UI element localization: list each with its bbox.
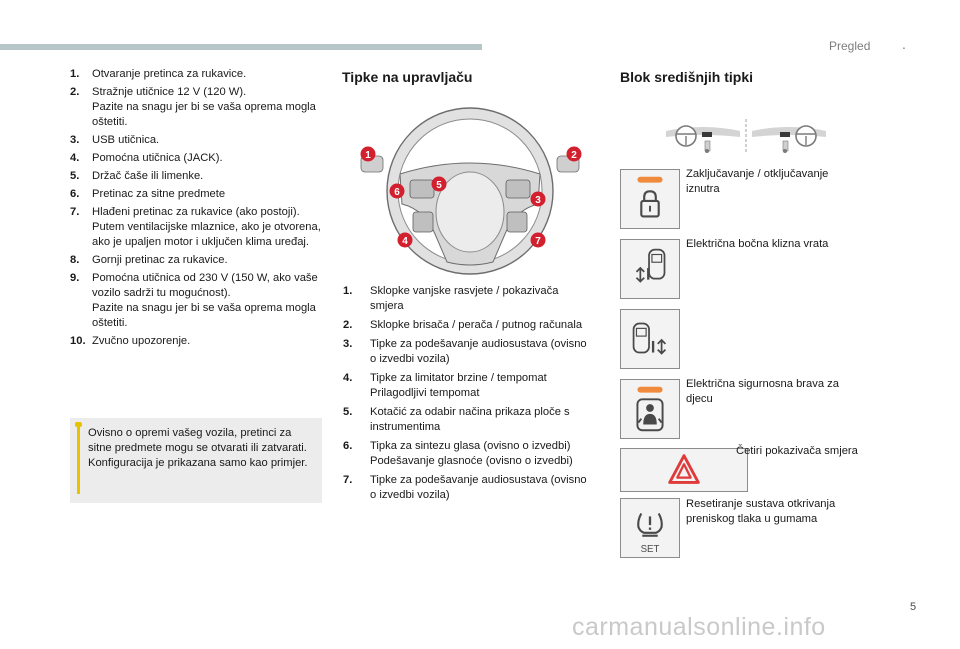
header-bar [0,44,482,50]
centre-console-title: Blok središnjih tipki [620,69,754,85]
info-note-text: Ovisno o opremi vašeg vozila, pretinci z… [88,427,308,469]
info-note: Ovisno o opremi vašeg vozila, pretinci z… [70,418,322,503]
child-lock-label: Električna sigurnosna brava za djecu [686,378,839,405]
svg-text:7: 7 [535,236,541,247]
info-icon [75,422,82,427]
svg-text:6: 6 [394,187,400,198]
steering-wheel-illustration: 1 2 3 4 5 6 7 [360,107,582,275]
tyre-pressure-reset-button[interactable]: SET [620,498,680,558]
callout-5: 5 [431,176,447,192]
svg-text:1: 1 [365,150,371,161]
list-item: 5.Kotačić za odabir načina prikaza ploče… [343,406,570,433]
interior-features-list: 1.Otvaranje pretinca za rukavice. 2.Stra… [70,67,325,352]
central-locking-button[interactable] [620,169,680,229]
callout-4: 4 [397,232,413,248]
list-item: 2.Sklopke brisača / perača / putnog raču… [343,319,583,331]
list-item: 5.Držač čaše ili limenke. [70,170,204,182]
callout-1: 1 [360,146,376,162]
steering-controls-list: 1.Sklopke vanjske rasvjete / pokazivača … [343,284,591,507]
list-item: 10.Zvučno upozorenje. [70,335,191,347]
svg-text:4: 4 [402,236,408,247]
svg-text:2: 2 [571,150,577,161]
svg-text:5: 5 [436,180,442,191]
list-item: 9.Pomoćna utičnica od 230 V (150 W, ako … [70,272,318,329]
dashboard-location-illustration [666,119,826,153]
list-item: 4.Pomoćna utičnica (JACK). [70,152,223,164]
list-item: 8.Gornji pretinac za rukavice. [70,254,228,266]
lock-icon [640,190,660,218]
section-header-title: Pregled [829,39,871,53]
watermark: carmanualsonline.info [572,613,826,641]
child-lock-button[interactable] [620,379,680,439]
list-item: 6.Pretinac za sitne predmete [70,188,226,200]
svg-text:3: 3 [535,195,541,206]
hazard-warning-button[interactable] [620,448,748,492]
child-lock-icon [636,398,664,432]
sliding-door-right-icon [632,322,667,355]
dashboard-left-icon [666,125,740,153]
list-item: 1.Otvaranje pretinca za rukavice. [70,68,247,80]
indicator-led [637,386,663,393]
hazard-warning-label: Četiri pokazivača smjera [736,445,858,457]
list-item: 7.Tipke za podešavanje audiosustava (ovi… [343,474,587,501]
sliding-door-right-button[interactable] [620,309,680,369]
list-item: 4.Tipke za limitator brzine / tempomat P… [343,372,547,399]
list-item: 3.Tipke za podešavanje audiosustava (ovi… [343,338,587,365]
sliding-door-left-icon [635,248,666,283]
list-item: 3.USB utičnica. [70,134,160,146]
list-item: 2.Stražnje utičnice 12 V (120 W). Pazite… [70,86,316,128]
sliding-door-left-button[interactable] [620,239,680,299]
dashboard-right-icon [752,125,826,153]
tyre-set-text: SET [641,544,660,555]
tyre-pressure-icon: SET [637,512,663,555]
indicator-led [637,176,663,183]
steering-wheel-icon [360,107,580,275]
central-locking-label: Zaključavanje / otključavanje iznutra [686,168,829,195]
sliding-door-label: Električna bočna klizna vrata [686,238,829,250]
header-dot: . [902,36,906,52]
list-item: 6.Tipka za sintezu glasa (ovisno o izved… [343,440,573,467]
steering-controls-title: Tipke na upravljaču [342,69,473,85]
info-note-bar [77,426,80,494]
page-number: 5 [910,601,917,613]
callout-7: 7 [530,232,546,248]
list-item: 7.Hlađeni pretinac za rukavice (ako post… [70,206,321,248]
hazard-warning-icon [668,454,700,484]
callout-3: 3 [530,191,546,207]
tyre-pressure-label: Resetiranje sustava otkrivanja preniskog… [686,498,836,525]
list-item: 1.Sklopke vanjske rasvjete / pokazivača … [343,285,559,312]
callout-2: 2 [566,146,582,162]
callout-6: 6 [389,183,405,199]
